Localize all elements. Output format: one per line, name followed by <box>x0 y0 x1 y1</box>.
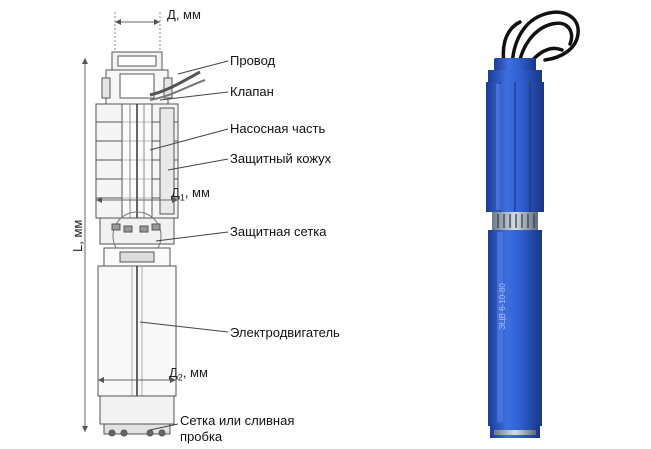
pump-photo-stamp: ЭЦВ 6-10-80 <box>498 283 507 330</box>
callout-protective-cover: Защитный кожух <box>230 151 332 166</box>
dimension-d1-label: Д1, мм <box>171 185 210 203</box>
callout-drain-screen: Сетка или сливная <box>180 413 295 428</box>
callout-valve: Клапан <box>230 84 274 99</box>
dimension-d2-label: Д2, мм <box>169 365 208 383</box>
callout-wire: Провод <box>230 53 276 68</box>
callout-electric-motor: Электродвигатель <box>230 325 340 340</box>
callout-pump-section: Насосная часть <box>230 121 326 136</box>
dimension-d-label: Д, мм <box>167 7 201 22</box>
callout-drain-plug: пробка <box>180 429 223 444</box>
callout-protective-screen: Защитная сетка <box>230 224 327 239</box>
